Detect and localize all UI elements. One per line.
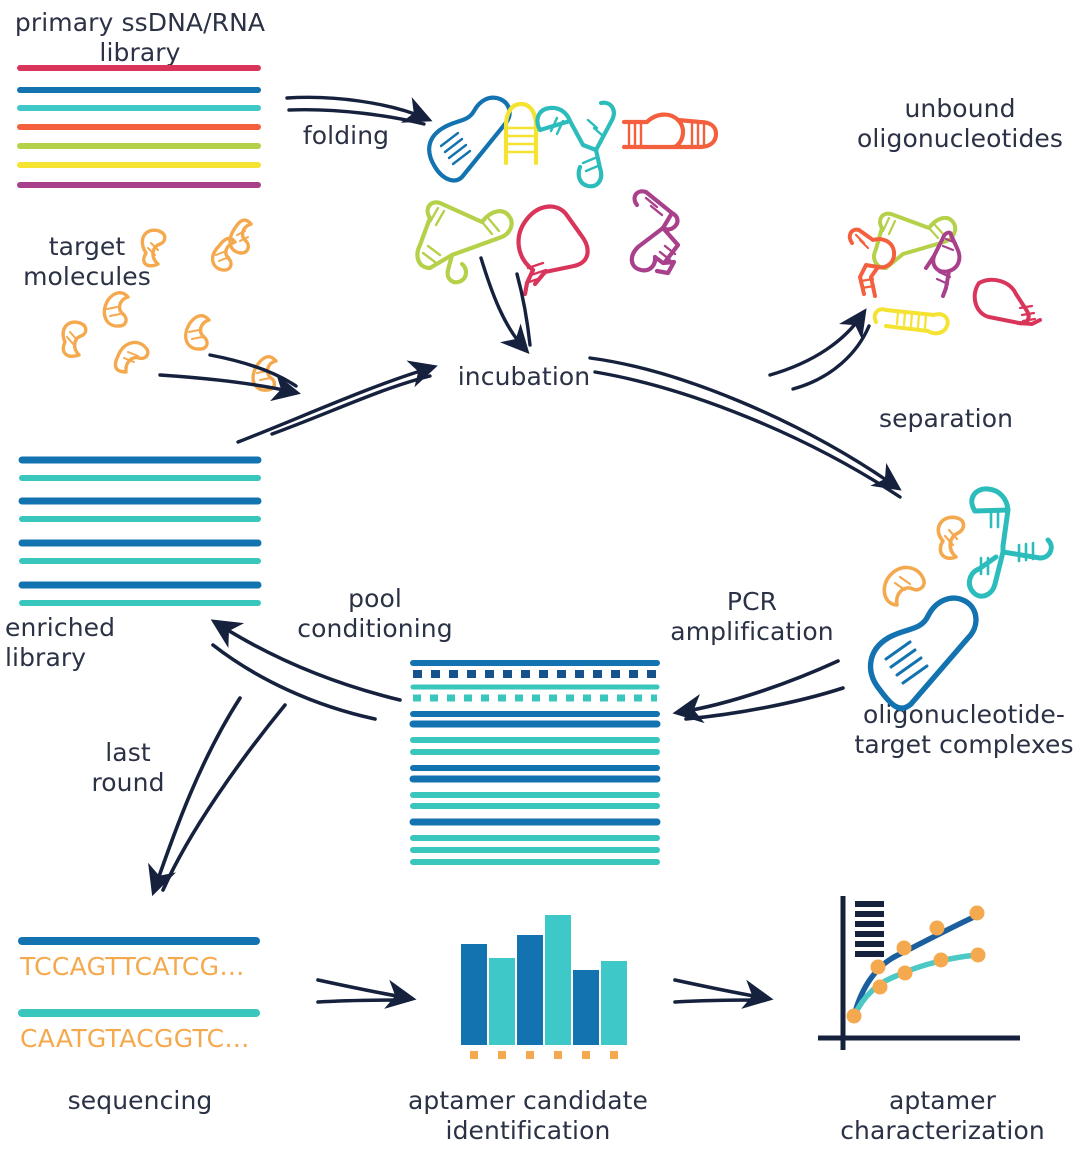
curve-aptamer-2: [851, 952, 980, 1019]
label-target-molecules: target molecules: [23, 232, 151, 291]
label-aptamer-candidate-identification: aptamer candidate identification: [407, 1086, 649, 1145]
unbound-structure-loop-crimson: [972, 277, 1042, 326]
bar: [461, 944, 487, 1045]
label-pcr-amplification: PCR amplification: [670, 587, 834, 646]
label-separation: separation: [878, 404, 1014, 433]
label-unbound-oligonucleotides: unbound oligonucleotides: [856, 94, 1064, 153]
bar: [601, 961, 627, 1045]
label-incubation: incubation: [457, 362, 591, 391]
folded-structure-branch-purple: [629, 189, 681, 276]
label-pool-conditioning: pool conditioning: [297, 584, 453, 643]
target-molecule: [228, 218, 253, 255]
enriched-library-strands: [18, 456, 262, 606]
primary-library-strands: [17, 65, 261, 188]
folding-arrow: [285, 95, 433, 126]
complex-three-way-junction-cyan: [966, 486, 1054, 599]
label-enriched-library: enriched library: [5, 613, 116, 672]
aptamer-characterization-chart: [818, 896, 1020, 1050]
target-molecule: [61, 320, 88, 358]
folded-structure-bulge-orange: [621, 112, 719, 150]
sequence-read-2: CAATGTACGGTC…: [20, 1024, 250, 1053]
label-sequencing: sequencing: [67, 1086, 213, 1115]
chart-legend-marks: [855, 901, 884, 957]
target-molecule: [102, 291, 130, 328]
bar: [573, 970, 599, 1045]
folded-structure-three-way-junction-cyan: [535, 100, 616, 189]
arrow-identification-to-characterization: [673, 978, 774, 1009]
label-primary-library: primary ssDNA/RNA library: [14, 8, 266, 67]
unbound-structure-bulge-orange: [847, 227, 897, 298]
aptamer-candidate-identification-chart: [461, 915, 627, 1059]
arrows-to-incubation: [158, 256, 532, 444]
unbound-structure-branch-purple: [924, 230, 962, 298]
sequence-read-1: TCCAGTTCATCG…: [20, 952, 245, 981]
arrow-pool-conditioning: [210, 619, 402, 721]
bar: [489, 958, 515, 1045]
label-folding: folding: [302, 121, 390, 150]
amplified-pool-block: [409, 660, 661, 865]
bar: [517, 935, 543, 1045]
folded-structure-hairpin-yellow: [503, 101, 539, 166]
arrow-sequencing-to-identification: [316, 978, 417, 1009]
sequencing-strands: [18, 937, 260, 1017]
folded-structure-hairpin-blue: [427, 95, 512, 183]
unbound-structure-hairpin-yellow: [872, 307, 950, 336]
target-molecule: [113, 340, 150, 374]
folded-structure-kinked-duplex-green: [415, 200, 514, 285]
target-molecule: [184, 314, 211, 351]
label-aptamer-characterization: aptamer characterization: [840, 1086, 1045, 1145]
target-bound-to-cyan-aptamer: [936, 515, 966, 560]
data-points: [846, 905, 986, 1024]
curve-aptamer-1: [851, 913, 979, 1019]
arrows-separation: [588, 308, 902, 499]
arrow-pcr-amplification: [672, 659, 845, 724]
target-bound-to-blue-aptamer: [882, 565, 926, 607]
bar: [545, 915, 571, 1045]
target-molecule: [211, 236, 237, 272]
bar-chart-markers: [470, 1051, 618, 1059]
complex-hairpin-blue: [867, 595, 979, 711]
target-molecule: [140, 228, 167, 268]
label-last-round: last round: [91, 738, 165, 797]
folded-structure-loop-crimson: [516, 204, 590, 297]
arrow-last-round: [148, 696, 287, 897]
